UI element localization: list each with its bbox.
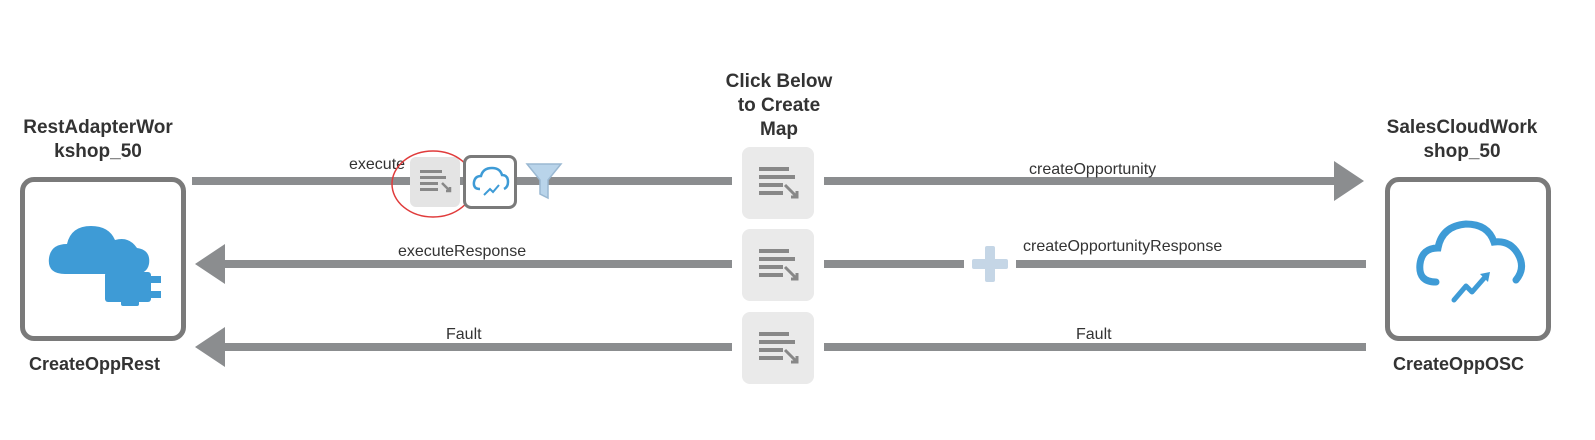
source-connection-box[interactable] — [20, 177, 186, 341]
response-left-line — [224, 260, 732, 268]
request-enrich-action[interactable] — [463, 155, 517, 209]
mapper-icon — [759, 332, 799, 364]
response-left-label: executeResponse — [398, 243, 527, 260]
request-left-line — [192, 177, 732, 185]
create-map-hint: Click Below to Create Map — [725, 71, 833, 140]
sales-cloud-icon — [1416, 220, 1525, 303]
plus-icon[interactable] — [970, 244, 1010, 284]
mapper-icon — [759, 249, 799, 281]
fault-right-line — [824, 343, 1366, 351]
request-map-button[interactable] — [742, 147, 814, 219]
target-connection-box[interactable] — [1385, 177, 1551, 341]
response-right-line-a — [824, 260, 964, 268]
request-arrowhead — [1334, 161, 1364, 201]
rest-cloud-plug-icon — [48, 226, 161, 306]
mapper-icon — [420, 170, 452, 193]
response-arrowhead — [195, 244, 225, 284]
filter-icon[interactable] — [524, 160, 564, 200]
fault-map-button[interactable] — [742, 312, 814, 384]
fault-arrowhead — [195, 327, 225, 367]
response-right-label: createOpportunityResponse — [1023, 238, 1223, 255]
source-connection-title: RestAdapterWor kshop_50 — [23, 117, 173, 162]
request-right-line — [824, 177, 1336, 185]
response-right-line-b — [1016, 260, 1366, 268]
target-connection-title: SalesCloudWork shop_50 — [1386, 117, 1538, 162]
source-connection-label: CreateOppRest — [29, 354, 161, 374]
request-mapper-action[interactable] — [410, 157, 460, 207]
mapper-icon — [759, 167, 799, 199]
fault-right-label: Fault — [1076, 326, 1112, 343]
cloud-enrich-icon — [472, 166, 510, 196]
request-left-label: execute — [349, 156, 406, 173]
request-line-segment — [564, 177, 732, 185]
fault-left-line — [224, 343, 732, 351]
request-right-label: createOpportunity — [1029, 161, 1157, 178]
target-connection-label: CreateOppOSC — [1393, 354, 1525, 374]
fault-left-label: Fault — [446, 326, 482, 343]
response-map-button[interactable] — [742, 229, 814, 301]
